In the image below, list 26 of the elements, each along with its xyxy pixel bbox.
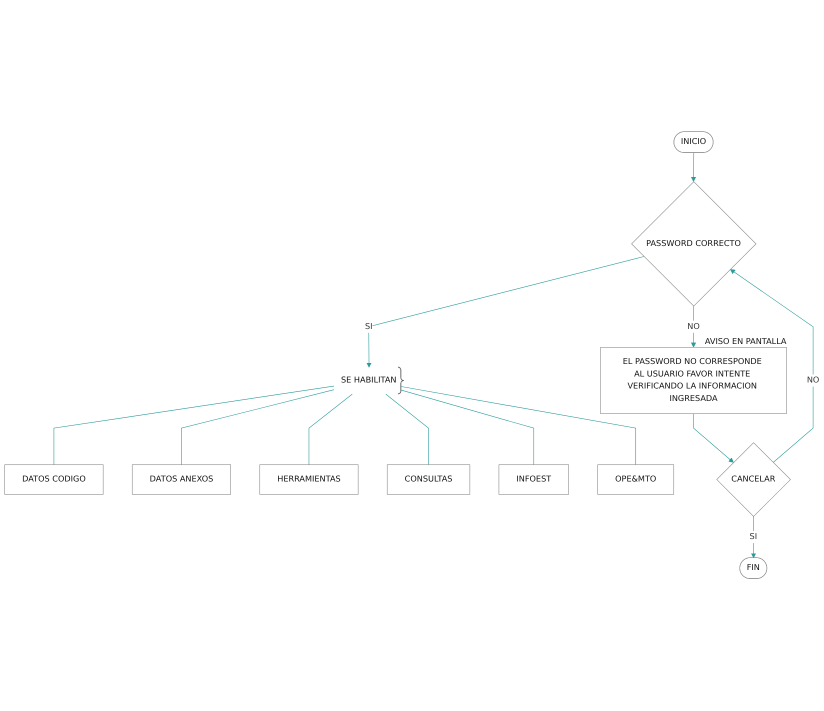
arrow [730,269,814,464]
node-box: DATOS CODIGO [4,464,104,496]
connector [181,390,334,466]
connector [400,386,636,466]
edge-label: SI [750,532,758,542]
node-box: EL PASSWORD NO CORRESPONDE AL USUARIO FAVOR INTENTE VERIFICANDO LA INFORMACION INGRESADA [600,347,787,414]
node-box: INFOEST [498,464,569,496]
connector [386,394,429,466]
edge-label: NO [687,322,700,332]
connector [308,394,353,466]
node-box: OPE&MTO [597,464,674,496]
connector [54,386,334,466]
node-diamond: CANCELAR [716,442,791,518]
arrow [690,152,696,182]
node-diamond: PASSWORD CORRECTO [631,182,756,307]
arrow [690,306,696,348]
node-box: HERRAMIENTAS [259,464,358,496]
connector [400,390,534,466]
arrow [693,414,734,464]
node-caption: AVISO EN PANTALLA [704,336,786,346]
edge-label: SI [364,322,373,332]
node-box: CONSULTAS [386,464,470,496]
node-box: DATOS ANEXOS [132,464,231,496]
node-text: SE HABILITAN [341,376,396,386]
edge-label: NO [806,376,820,386]
arrow [366,256,644,368]
